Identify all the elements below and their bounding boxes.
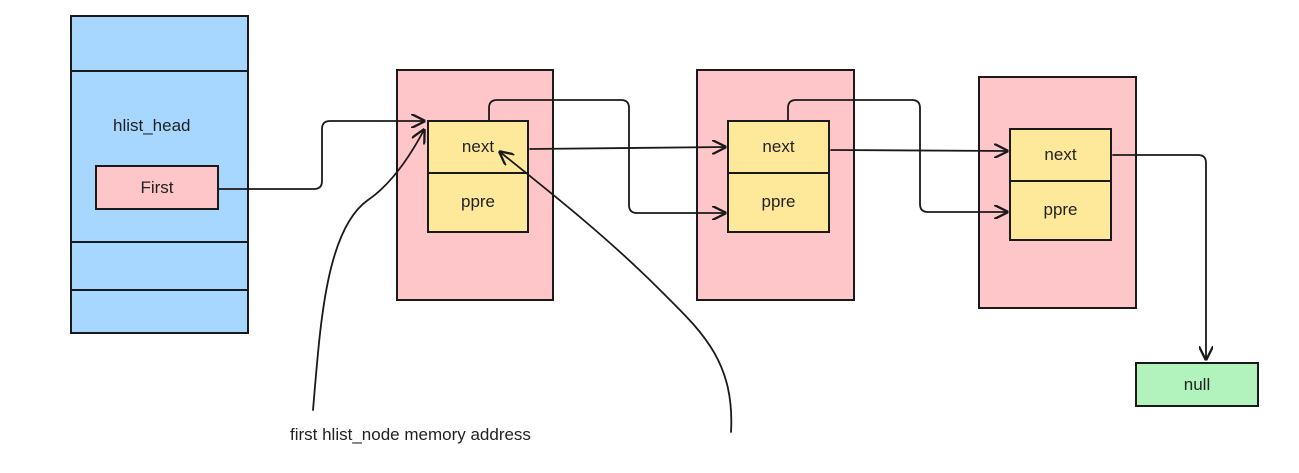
node-1-pprev-field: ppre [460, 191, 496, 211]
node1-next-to-node2-arrow [529, 147, 725, 149]
hlist-head-label: hlist_head [113, 116, 191, 135]
node2-next-to-node3-arrow [830, 150, 1007, 151]
first-to-node1-arrow [218, 121, 424, 190]
node-1-next-field: next [429, 122, 527, 174]
node3-next-to-null-arrow [1112, 154, 1206, 359]
hlist-node-2-fields: next ppre [727, 120, 830, 233]
node-3-next-field: next [1011, 130, 1110, 182]
node-2-pprev-field: ppre [761, 191, 796, 211]
head-divider [70, 70, 249, 72]
null-terminal: null [1135, 362, 1259, 407]
address-caption: first hlist_node memory address [290, 425, 531, 444]
head-divider [70, 289, 249, 291]
hlist-node-3-fields: next ppre [1009, 128, 1112, 241]
caption-to-node1-arrow [312, 130, 424, 411]
node-2-next-field: next [729, 122, 828, 174]
pprev-to-node1-next-arrow [500, 152, 733, 433]
node-3-pprev-field: ppre [1043, 199, 1078, 219]
head-divider [70, 241, 249, 243]
first-pointer-box: First [95, 165, 219, 210]
hlist-node-1-fields: next ppre [427, 120, 529, 233]
node1-to-node2-pprev-arrow [488, 99, 725, 213]
node2-to-node3-pprev-arrow [787, 99, 1007, 212]
